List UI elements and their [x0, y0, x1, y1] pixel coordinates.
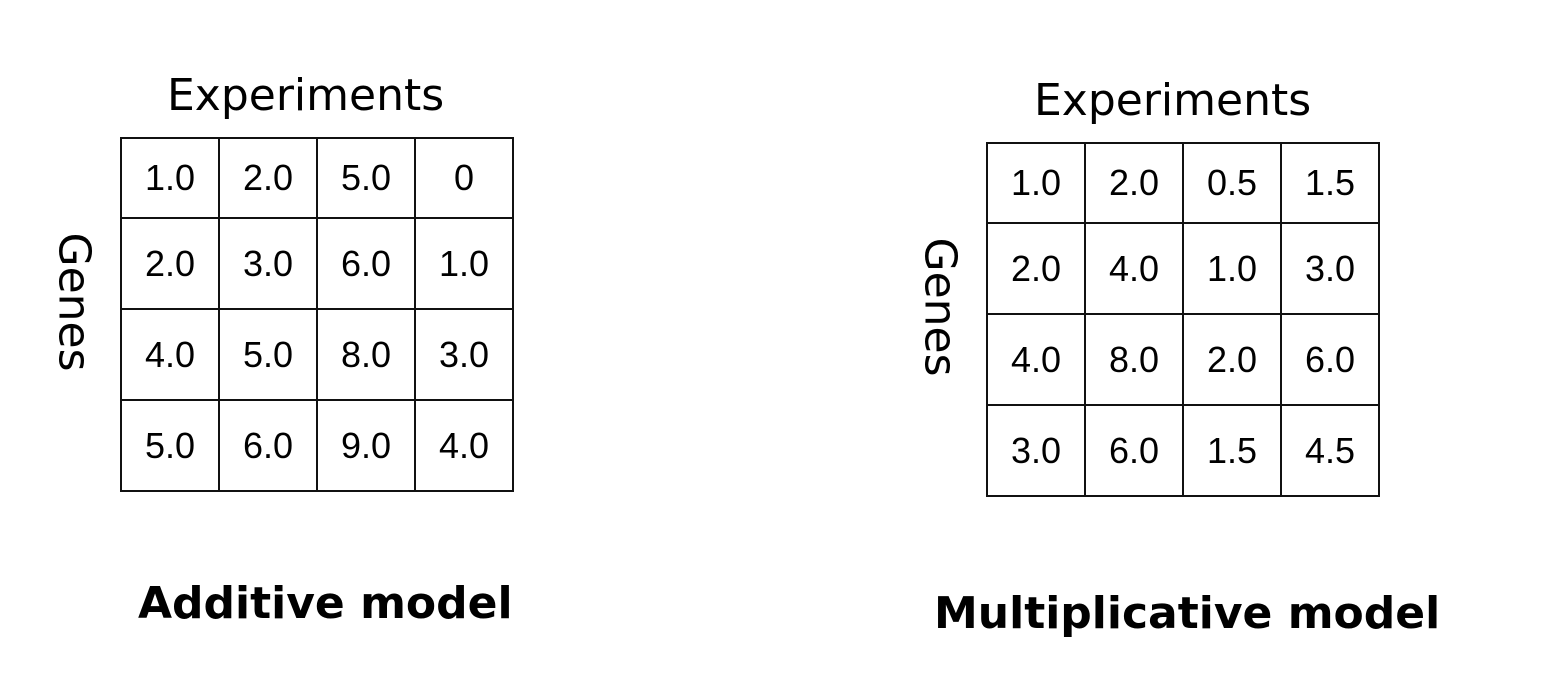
matrix-cell: 3.0 — [218, 217, 318, 310]
matrix-cell: 6.0 — [316, 217, 416, 310]
matrix-cell: 0 — [414, 137, 514, 219]
row-label: Genes — [48, 232, 100, 372]
matrix-cell: 4.0 — [414, 399, 514, 492]
matrix-cell: 8.0 — [1084, 313, 1184, 406]
matrix-cell: 3.0 — [414, 308, 514, 401]
matrix-cell: 2.0 — [1182, 313, 1282, 406]
matrix-cell: 5.0 — [316, 137, 416, 219]
matrix-cell: 3.0 — [986, 404, 1086, 497]
matrix-cell: 5.0 — [218, 308, 318, 401]
matrix-cell: 2.0 — [1084, 142, 1184, 224]
matrix-cell: 1.0 — [414, 217, 514, 310]
column-label: Experiments — [1034, 75, 1312, 126]
matrix-cell: 6.0 — [1280, 313, 1380, 406]
matrix-cell: 5.0 — [120, 399, 220, 492]
matrix-cell: 2.0 — [218, 137, 318, 219]
matrix-cell: 9.0 — [316, 399, 416, 492]
matrix-cell: 1.0 — [1182, 222, 1282, 315]
matrix-cell: 6.0 — [1084, 404, 1184, 497]
matrix-cell: 1.0 — [120, 137, 220, 219]
column-label: Experiments — [167, 70, 445, 121]
matrix-cell: 2.0 — [120, 217, 220, 310]
caption: Additive model — [138, 578, 513, 629]
matrix-cell: 1.5 — [1182, 404, 1282, 497]
matrix-cell: 4.0 — [120, 308, 220, 401]
matrix-cell: 4.0 — [1084, 222, 1184, 315]
matrix-cell: 8.0 — [316, 308, 416, 401]
matrix-cell: 1.5 — [1280, 142, 1380, 224]
matrix-cell: 6.0 — [218, 399, 318, 492]
matrix-cell: 0.5 — [1182, 142, 1282, 224]
caption: Multiplicative model — [934, 588, 1441, 639]
matrix-cell: 4.0 — [986, 313, 1086, 406]
matrix-cell: 1.0 — [986, 142, 1086, 224]
matrix-cell: 2.0 — [986, 222, 1086, 315]
matrix-cell: 3.0 — [1280, 222, 1380, 315]
matrix-cell: 4.5 — [1280, 404, 1380, 497]
row-label: Genes — [914, 237, 966, 377]
